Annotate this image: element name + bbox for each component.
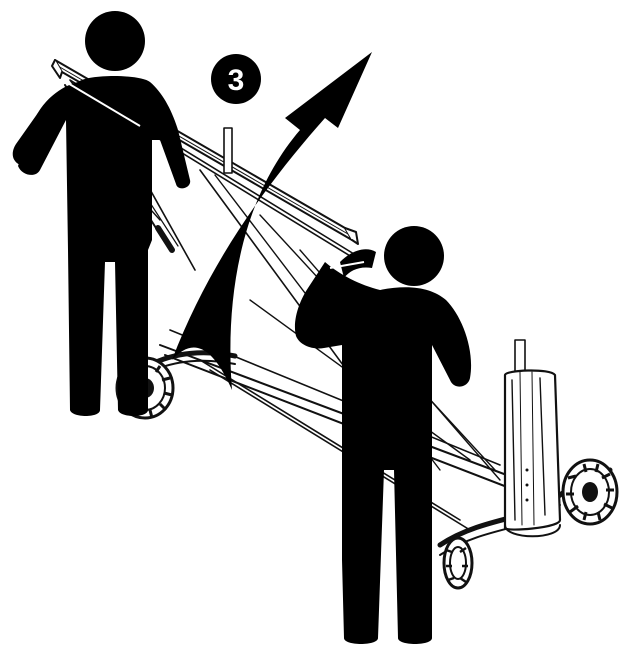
wheel-right-rear: [563, 460, 617, 524]
person-right-head: [384, 226, 444, 286]
person-right-body: [295, 262, 471, 644]
center-post: [224, 128, 232, 173]
person-left-head: [85, 11, 145, 71]
upright-mast: [505, 340, 560, 536]
wheel-center-rear: [444, 538, 472, 588]
step-number: 3: [228, 64, 245, 97]
step-badge: 3: [211, 54, 261, 104]
